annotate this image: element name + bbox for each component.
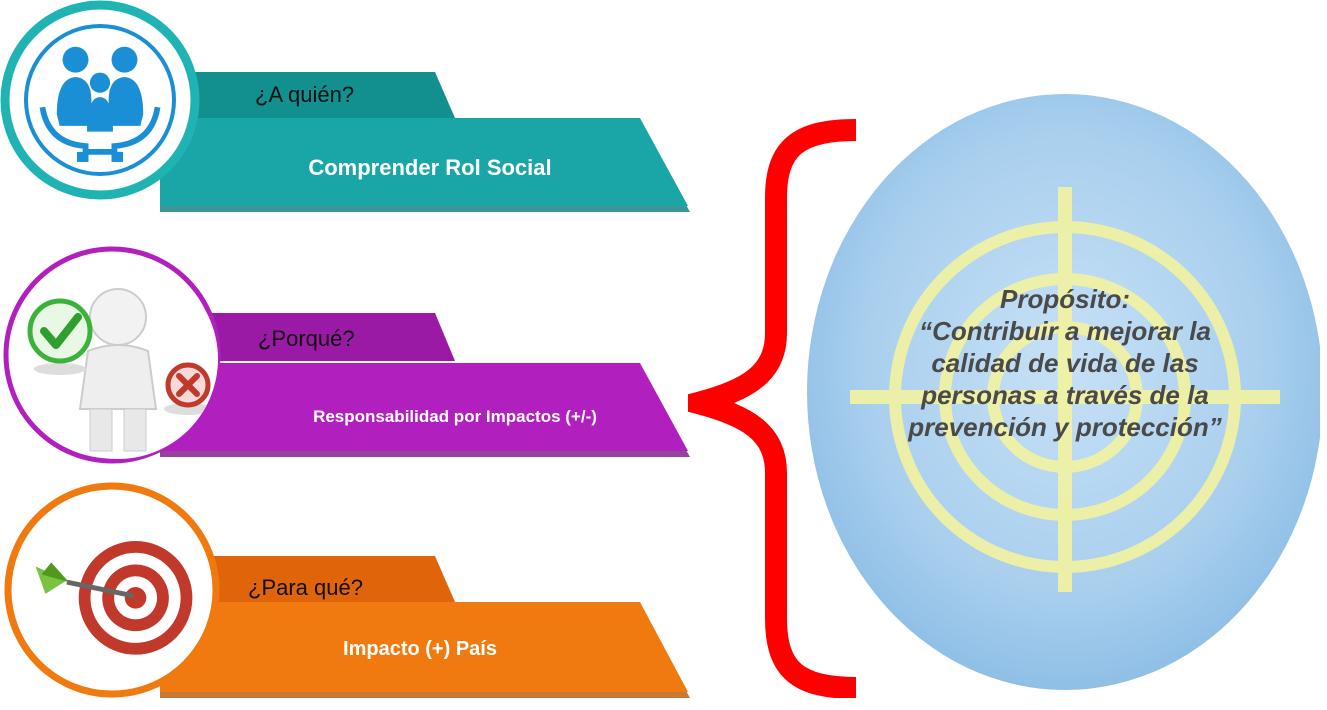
question-label: ¿Porqué? xyxy=(258,326,355,351)
row-para-que: ¿Para qué? Impacto (+) País xyxy=(0,478,700,708)
target-dart-icon xyxy=(16,492,212,688)
purpose-line: personas a través de la xyxy=(921,380,1209,410)
curly-brace xyxy=(688,119,857,698)
purpose-text: Propósito: “Contribuir a mejorar la cali… xyxy=(850,283,1280,443)
purpose-line: calidad de vida de las xyxy=(931,348,1199,378)
purpose-circle xyxy=(800,92,1323,692)
family-hands-icon xyxy=(24,24,176,176)
person-check-cross-icon xyxy=(18,259,218,459)
row-a-quien: ¿A quién? Comprender Rol Social xyxy=(0,0,700,230)
purpose-line: “Contribuir a mejorar la xyxy=(919,316,1211,346)
banner-label: Comprender Rol Social xyxy=(308,155,552,180)
row-porque: ¿Porqué? Responsabilidad por Impactos (+… xyxy=(0,243,700,473)
question-label: ¿A quién? xyxy=(255,82,355,107)
question-label: ¿Para qué? xyxy=(248,575,363,600)
purpose-title: Propósito: xyxy=(1000,284,1130,314)
crosshair-icon xyxy=(850,187,1280,592)
purpose-line: prevención y protección” xyxy=(908,412,1222,442)
banner-label: Impacto (+) País xyxy=(343,638,497,660)
banner-label: Responsabilidad por Impactos (+/-) xyxy=(313,407,597,426)
